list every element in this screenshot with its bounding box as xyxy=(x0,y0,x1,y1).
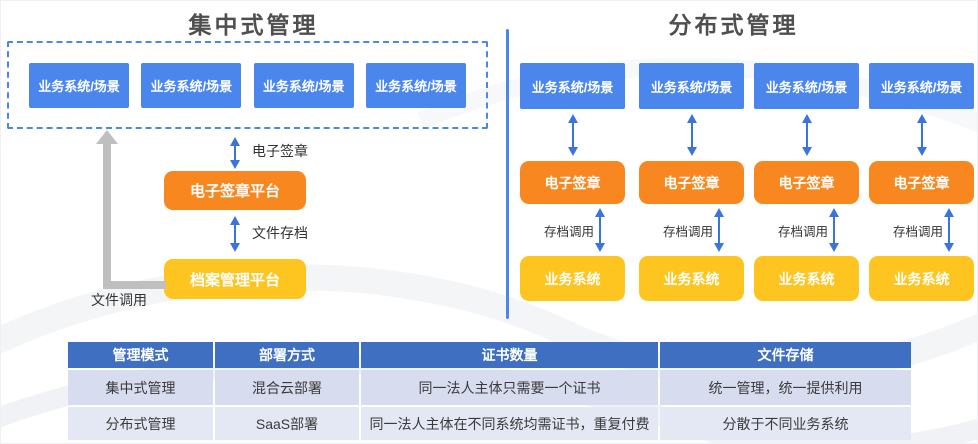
archive-call-label: 存档调用 xyxy=(892,224,943,239)
table-header-cell: 证书数量 xyxy=(361,342,658,368)
double-arrow-icon xyxy=(234,140,236,166)
archive-flow-label: 文件存档 xyxy=(252,225,308,241)
distributed-column: 业务系统/场景 电子签章 存档调用 业务系统 xyxy=(520,63,625,301)
archive-call-label: 存档调用 xyxy=(777,224,828,239)
table-cell: 分散于不同业务系统 xyxy=(660,407,911,440)
business-scene-box: 业务系统/场景 xyxy=(639,63,744,109)
table-header-cell: 部署方式 xyxy=(215,342,359,368)
table-header-cell: 管理模式 xyxy=(68,342,213,368)
business-scene-box: 业务系统/场景 xyxy=(29,62,129,108)
double-arrow-icon xyxy=(805,117,808,153)
double-arrow-icon xyxy=(718,211,720,249)
return-arrow-head-icon xyxy=(96,130,118,144)
business-scenes-group: 业务系统/场景 业务系统/场景 业务系统/场景 业务系统/场景 xyxy=(7,41,488,129)
double-arrow-icon xyxy=(920,117,923,153)
distributed-column: 业务系统/场景 电子签章 存档调用 业务系统 xyxy=(754,63,859,301)
table-cell: 同一法人主体只需要一个证书 xyxy=(361,370,658,405)
left-section-title: 集中式管理 xyxy=(188,12,319,38)
double-arrow-icon xyxy=(599,211,601,249)
archive-call-label: 存档调用 xyxy=(543,224,594,239)
business-system-box: 业务系统 xyxy=(754,256,859,301)
business-scene-box: 业务系统/场景 xyxy=(253,62,354,108)
esign-box: 电子签章 xyxy=(754,161,859,204)
return-arrow-horizontal xyxy=(103,281,166,289)
business-system-box: 业务系统 xyxy=(869,256,974,301)
distributed-column: 业务系统/场景 电子签章 存档调用 业务系统 xyxy=(869,63,974,301)
table-cell: 集中式管理 xyxy=(68,370,213,405)
business-scene-box: 业务系统/场景 xyxy=(365,62,466,108)
table-cell: 分布式管理 xyxy=(68,407,213,440)
table-cell: 同一法人主体在不同系统均需证书，重复付费 xyxy=(361,407,658,440)
archive-platform-box: 档案管理平台 xyxy=(164,259,306,299)
esign-platform-box: 电子签章平台 xyxy=(164,171,306,210)
double-arrow-icon xyxy=(571,117,574,153)
esign-box: 电子签章 xyxy=(639,161,744,204)
double-arrow-icon xyxy=(690,117,693,153)
distributed-column: 业务系统/场景 电子签章 存档调用 业务系统 xyxy=(639,63,744,301)
table-header-cell: 文件存储 xyxy=(660,342,911,368)
esign-box: 电子签章 xyxy=(520,161,625,204)
business-scene-box: 业务系统/场景 xyxy=(754,63,859,109)
business-scene-box: 业务系统/场景 xyxy=(869,63,974,109)
right-section-title: 分布式管理 xyxy=(668,12,799,38)
return-arrow-vertical xyxy=(103,143,111,289)
table-cell: 混合云部署 xyxy=(215,370,359,405)
comparison-table: 管理模式 部署方式 证书数量 文件存储 集中式管理 混合云部署 同一法人主体只需… xyxy=(68,342,911,440)
esign-flow-label: 电子签章 xyxy=(252,143,308,159)
archive-call-label: 存档调用 xyxy=(662,224,713,239)
table-cell: 统一管理，统一提供利用 xyxy=(660,370,911,405)
business-system-box: 业务系统 xyxy=(520,256,625,301)
business-scene-box: 业务系统/场景 xyxy=(141,62,242,108)
business-system-box: 业务系统 xyxy=(639,256,744,301)
esign-box: 电子签章 xyxy=(869,161,974,204)
file-call-label: 文件调用 xyxy=(91,292,147,308)
table-cell: SaaS部署 xyxy=(215,407,359,440)
double-arrow-icon xyxy=(948,211,950,249)
double-arrow-icon xyxy=(234,219,236,249)
section-divider xyxy=(506,29,509,319)
business-scene-box: 业务系统/场景 xyxy=(520,63,625,109)
double-arrow-icon xyxy=(833,211,835,249)
